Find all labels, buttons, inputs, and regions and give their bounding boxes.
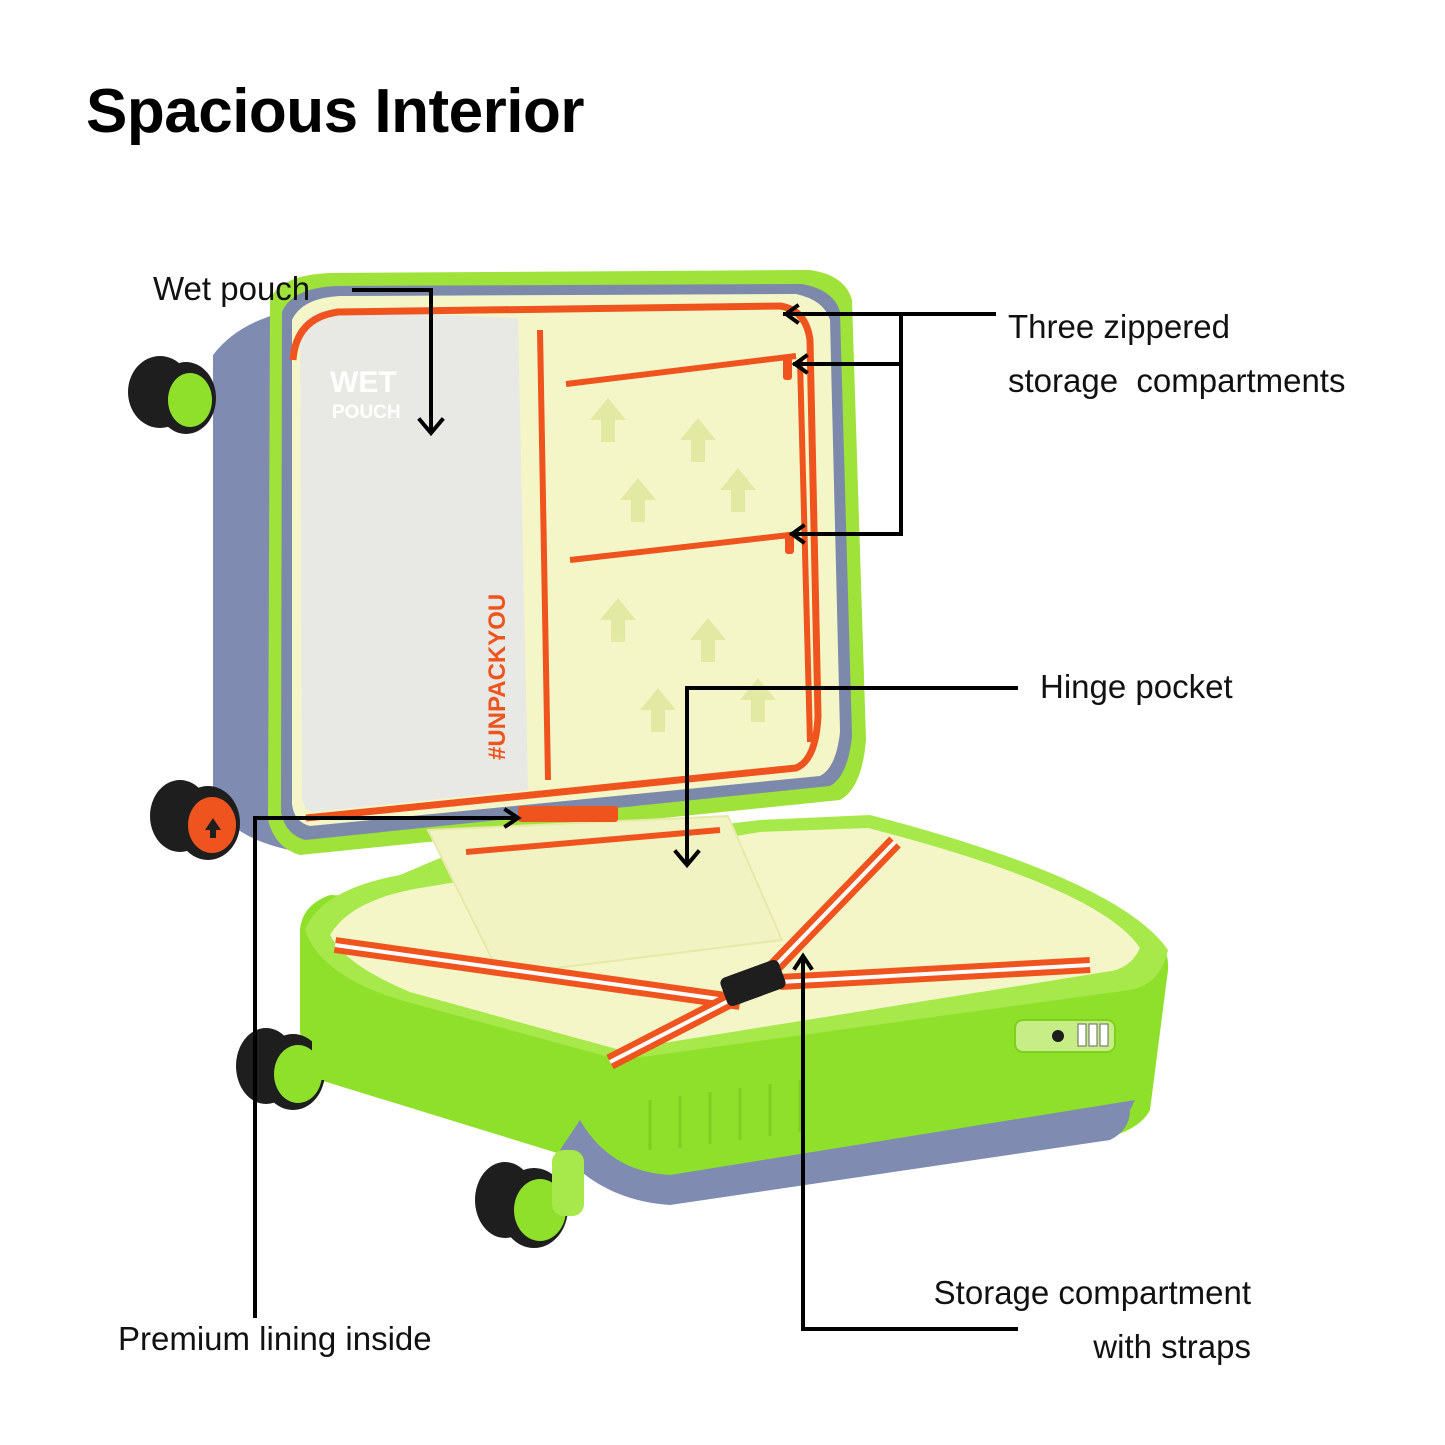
- callout-straps-line1: Storage compartment: [933, 1274, 1251, 1311]
- pouch-print-pouch: POUCH: [332, 402, 401, 423]
- callout-wet-pouch-text: Wet pouch: [153, 270, 311, 307]
- lid-zipper: [289, 302, 822, 822]
- callout-zippered-compartments: Three zippered storage compartments: [1008, 300, 1345, 408]
- callout-premium-lining: Premium lining inside: [118, 1312, 432, 1366]
- compartment-zipper-2: [569, 531, 799, 563]
- callout-straps-line2: with straps: [1093, 1328, 1251, 1365]
- pouch-print-wet: WET: [330, 366, 397, 399]
- callout-wet-pouch: Wet pouch: [153, 262, 310, 316]
- strap-buckle: [720, 959, 786, 1007]
- wheel-mid-left: [150, 780, 240, 860]
- hashtag-print: #UNPACKYOU: [484, 594, 511, 760]
- callout-premium-lining-text: Premium lining inside: [118, 1320, 432, 1357]
- wheel-base-front: [475, 1150, 584, 1248]
- wheel-top-left: [128, 356, 216, 434]
- callout-storage-straps: Storage compartment with straps: [934, 1266, 1251, 1374]
- callout-hinge-pocket: Hinge pocket: [1040, 660, 1233, 714]
- wheel-base-left: [236, 1020, 342, 1110]
- compartment-zipper-1: [565, 353, 797, 387]
- callout-zippered-line2: storage compartments: [1008, 362, 1346, 399]
- wet-pouch: [300, 310, 528, 812]
- callout-hinge-pocket-text: Hinge pocket: [1040, 668, 1233, 705]
- page-title: Spacious Interior: [86, 77, 584, 146]
- callout-zippered-line1: Three zippered: [1008, 308, 1230, 345]
- callout-lines: [253, 288, 1018, 1331]
